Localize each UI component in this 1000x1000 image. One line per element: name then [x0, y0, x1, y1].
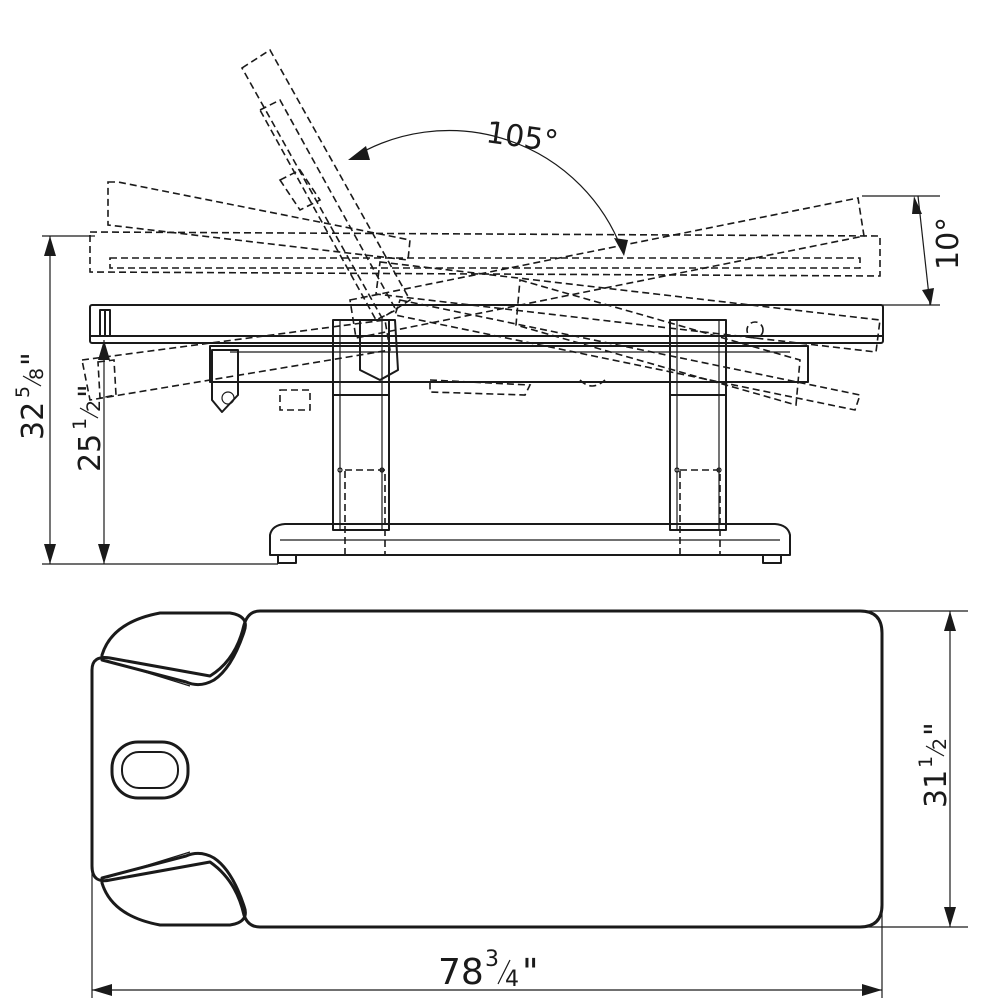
tilted-leg-sections [349, 197, 881, 411]
total-height-dimension: 32 5 8 " [12, 235, 278, 565]
total-height-num: 5 [12, 386, 34, 398]
length-unit: " [522, 952, 539, 993]
right-column [669, 319, 727, 556]
lowered-head-section [81, 319, 391, 401]
width-num: 1 [915, 756, 937, 768]
width-dimension: 31 1 2 " [860, 610, 968, 928]
upper-arm-rest [100, 611, 247, 687]
tilted-head-section [89, 181, 881, 277]
bed-height-whole: 25 [73, 434, 108, 472]
bed-height-num: 1 [69, 418, 91, 430]
raised-back-section [240, 48, 412, 322]
top-view: 31 1 2 " 78 3 4 " [90, 609, 968, 998]
total-height-unit: " [16, 352, 51, 366]
angle-105-label: 105° [484, 115, 560, 160]
total-height-whole: 32 [16, 402, 51, 440]
face-hole [110, 740, 190, 800]
width-whole: 31 [919, 770, 954, 808]
length-den: 4 [505, 967, 519, 992]
table-top-flat [89, 304, 884, 383]
length-num: 3 [485, 947, 499, 972]
side-view: 105° 10° 32 5 8 " [12, 48, 966, 565]
length-dimension: 78 3 4 " [91, 870, 883, 998]
bed-height-den: 2 [83, 400, 105, 412]
angle-10-label: 10° [931, 217, 966, 270]
table-base [269, 523, 791, 564]
total-height-den: 8 [26, 368, 48, 380]
width-unit: " [919, 722, 954, 736]
lower-arm-rest [100, 851, 247, 927]
bed-height-unit: " [73, 384, 108, 398]
length-whole: 78 [438, 952, 484, 993]
angle-10-indicator: 10° [862, 195, 966, 306]
width-den: 2 [929, 738, 951, 750]
table-top-outline [90, 609, 884, 929]
bed-height-dimension: 25 1 2 " [69, 340, 110, 564]
